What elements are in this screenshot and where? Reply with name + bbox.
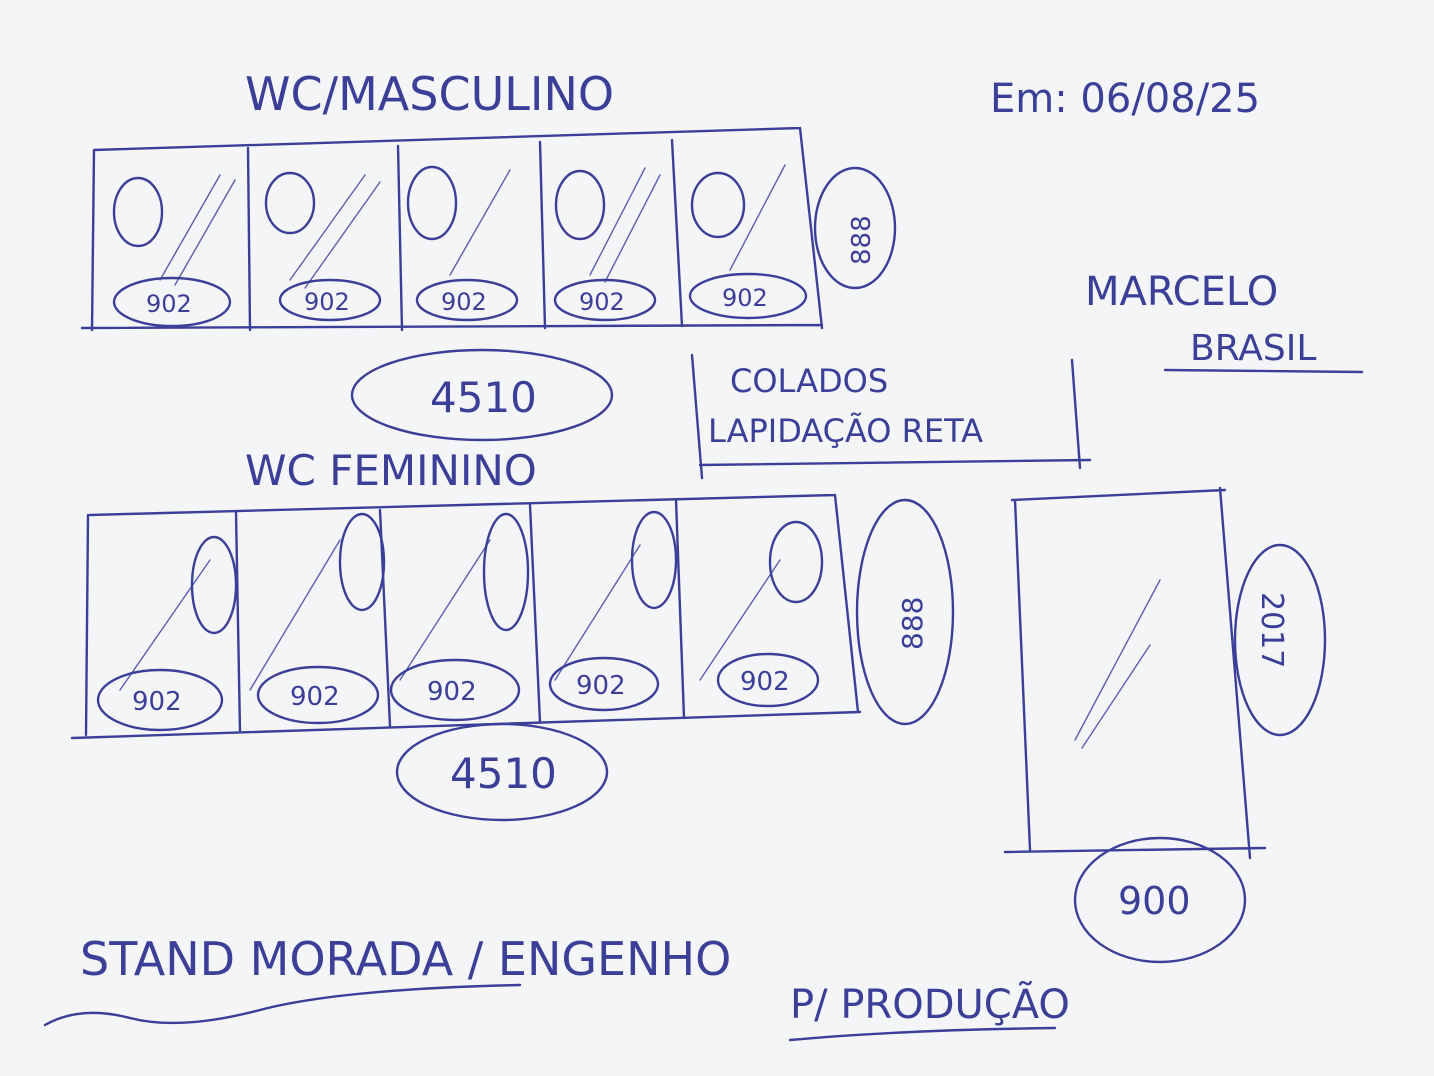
client-underline — [1163, 368, 1364, 374]
female-panel-width-4: 902 — [576, 671, 626, 701]
female-row: 888 902 902 902 902 902 4510 — [70, 493, 955, 822]
edge-note-line1: COLADOS — [730, 362, 888, 400]
female-panel-width-2: 902 — [290, 682, 340, 712]
female-panel-width-5: 902 — [740, 667, 790, 697]
edge-note-line2: LAPIDAÇÃO RETA — [708, 412, 983, 450]
male-panel-width-1: 902 — [146, 290, 192, 318]
female-panel-width-3: 902 — [427, 677, 477, 707]
edge-notes: COLADOS LAPIDAÇÃO RETA — [690, 353, 1092, 480]
male-row: 888 902 902 902 902 902 4510 — [80, 126, 897, 442]
single-panel-width: 900 — [1118, 879, 1191, 923]
client-name-line2: BRASIL — [1190, 328, 1316, 369]
male-section-title: WC/MASCULINO — [245, 67, 614, 121]
male-panel-width-2: 902 — [304, 288, 350, 316]
female-total-width: 4510 — [450, 749, 557, 798]
destination-note: P/ PRODUÇÃO — [790, 980, 1070, 1028]
female-section-title: WC FEMININO — [245, 446, 537, 495]
single-panel: 2017 900 — [1003, 486, 1327, 964]
male-panel-width-5: 902 — [722, 284, 768, 312]
project-name: STAND MORADA / ENGENHO — [80, 932, 731, 986]
client-name: MARCELO — [1085, 269, 1278, 315]
female-panel-height: 888 — [896, 597, 929, 650]
destination-underline — [788, 1026, 1057, 1042]
single-panel-height: 2017 — [1254, 592, 1289, 668]
male-total-width: 4510 — [430, 373, 537, 422]
date-note: Em: 06/08/25 — [990, 76, 1260, 122]
male-panel-width-3: 902 — [441, 288, 487, 316]
male-panel-height: 888 — [847, 215, 877, 265]
male-panel-width-4: 902 — [579, 288, 625, 316]
project-underline — [43, 983, 522, 1027]
female-panel-width-1: 902 — [132, 687, 182, 717]
